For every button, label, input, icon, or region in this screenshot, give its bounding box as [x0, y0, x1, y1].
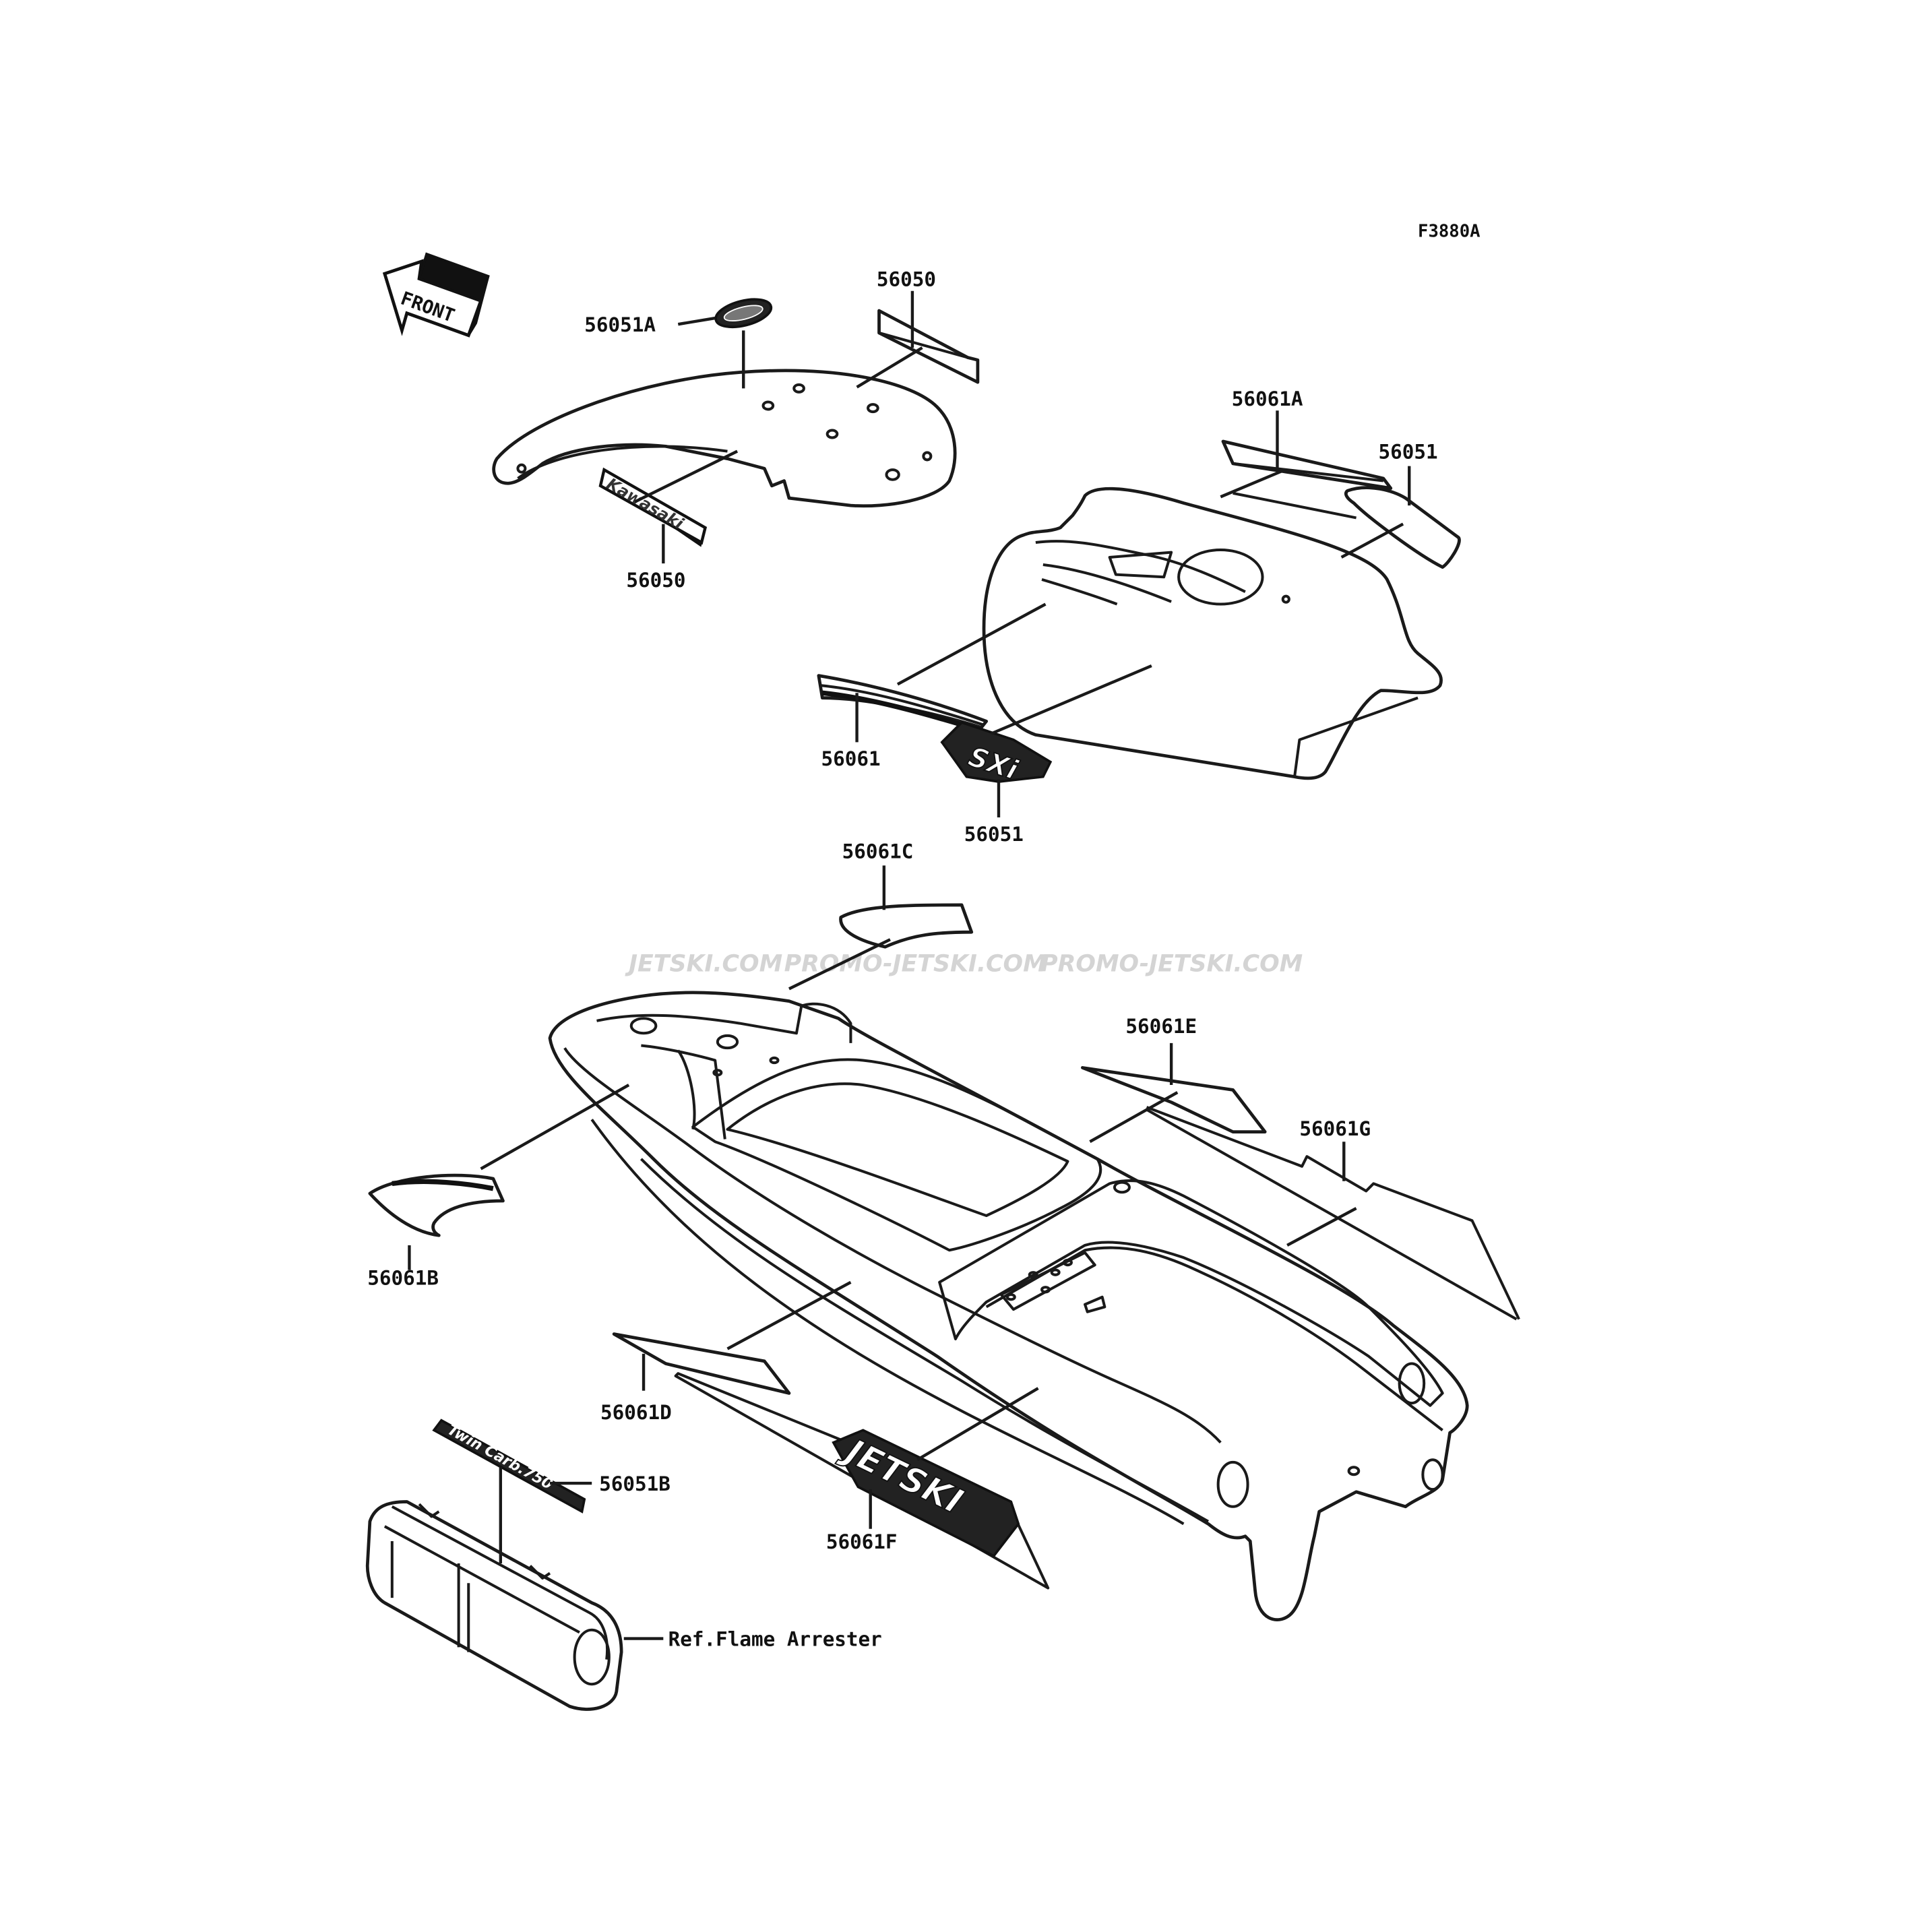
decal-56051-sxi: SXi	[940, 721, 1053, 787]
decal-56050-strip	[877, 309, 980, 384]
part-label-56050: 56050	[877, 268, 936, 290]
part-label-56050-b: 56050	[626, 569, 685, 592]
decal-56061c	[839, 903, 974, 949]
svg-text:PROMO-JETSKI.COM: PROMO-JETSKI.COM	[784, 951, 1047, 978]
reference-note-flame-arrester: Ref.Flame Arrester	[668, 1628, 882, 1651]
decal-56061g	[1146, 1106, 1520, 1321]
part-label-56051: 56051	[1379, 441, 1438, 464]
decal-56061e	[1081, 1066, 1267, 1133]
svg-text:JETSKI.COM: JETSKI.COM	[625, 951, 782, 978]
part-label-56061e: 56061E	[1125, 1015, 1197, 1038]
decal-56051-side	[1344, 486, 1461, 569]
watermark: JETSKI.COM PROMO-JETSKI.COM PROMO-JETSKI…	[625, 951, 1303, 978]
part-label-56061a: 56061A	[1232, 387, 1303, 410]
part-label-56061b: 56061B	[367, 1266, 439, 1289]
decal-56061a	[1221, 439, 1393, 490]
decal-56061d	[612, 1332, 791, 1395]
part-label-56061c: 56061C	[842, 840, 914, 863]
part-label-56061f: 56061F	[826, 1530, 898, 1553]
svg-text:PROMO-JETSKI.COM: PROMO-JETSKI.COM	[1040, 951, 1303, 978]
decal-56061	[817, 674, 989, 733]
decal-56061f-jetski: JETSKI	[674, 1372, 1050, 1590]
hull	[548, 991, 1469, 1622]
part-label-56061g: 56061G	[1299, 1117, 1371, 1140]
decal-56061b	[368, 1173, 505, 1237]
handle-pole-cover	[982, 487, 1443, 780]
part-label-56051a: 56051A	[584, 313, 656, 336]
part-label-56061d: 56061D	[600, 1401, 672, 1424]
flame-arrester	[365, 1500, 623, 1711]
decal-56051a-emblem	[714, 298, 773, 329]
front-arrow-icon: FRONT	[382, 252, 490, 338]
decal-56051b-twin-carb: Twin Carb.750	[432, 1419, 586, 1514]
front-hood	[492, 369, 957, 508]
part-label-56061: 56061	[821, 747, 881, 770]
part-label-56051b: 56051B	[599, 1472, 671, 1495]
figure-code: F3880A	[1418, 221, 1481, 241]
decal-56050-kawasaki: Kawasaki	[598, 467, 708, 547]
part-label-56051-b: 56051	[964, 823, 1024, 846]
